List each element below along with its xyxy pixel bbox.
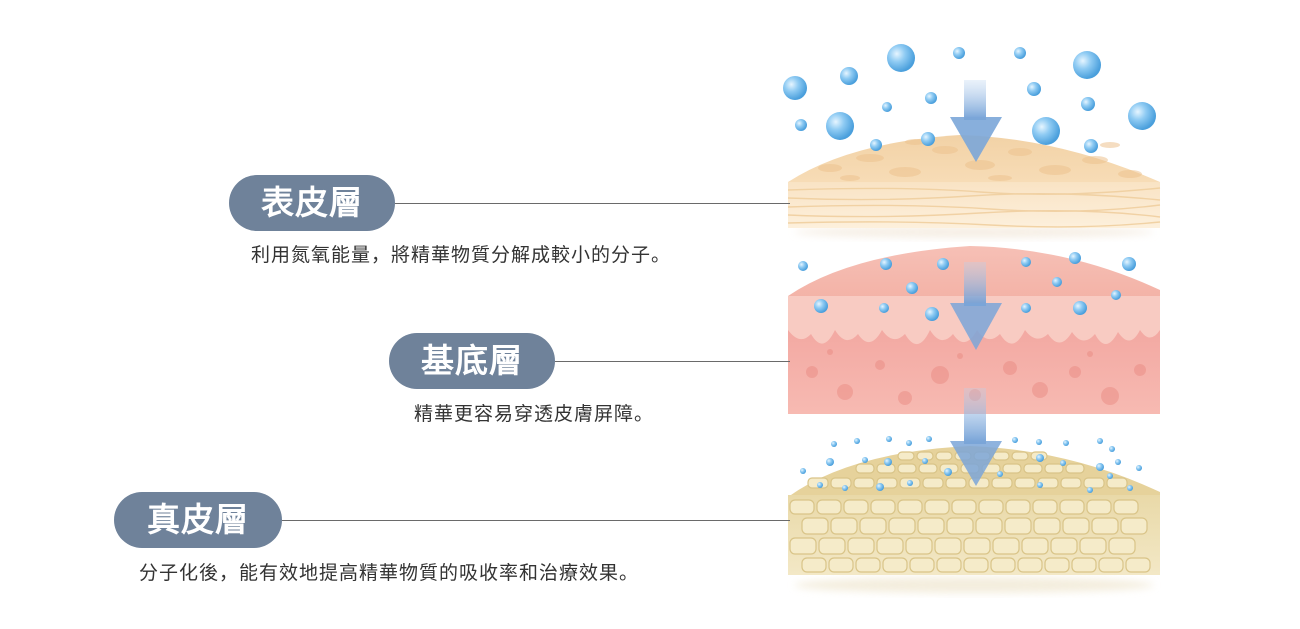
down-arrow-icon — [950, 80, 1002, 162]
dermis-title: 真皮層 — [114, 492, 282, 548]
epidermis-title: 表皮層 — [229, 175, 395, 231]
basal-description: 精華更容易穿透皮膚屏障。 — [414, 403, 655, 425]
epidermis-description: 利用氮氧能量，將精華物質分解成較小的分子。 — [251, 244, 672, 266]
basal-connector-line — [555, 361, 790, 362]
dermis-description: 分子化後，能有效地提高精華物質的吸收率和治療效果。 — [139, 562, 640, 584]
down-arrow-icon — [950, 388, 1002, 486]
basal-title: 基底層 — [389, 333, 555, 389]
down-arrow-icon — [950, 262, 1002, 350]
molecule-bubble-icon — [783, 44, 1156, 493]
dermis-connector-line — [282, 520, 790, 521]
epidermis-connector-line — [395, 203, 790, 204]
